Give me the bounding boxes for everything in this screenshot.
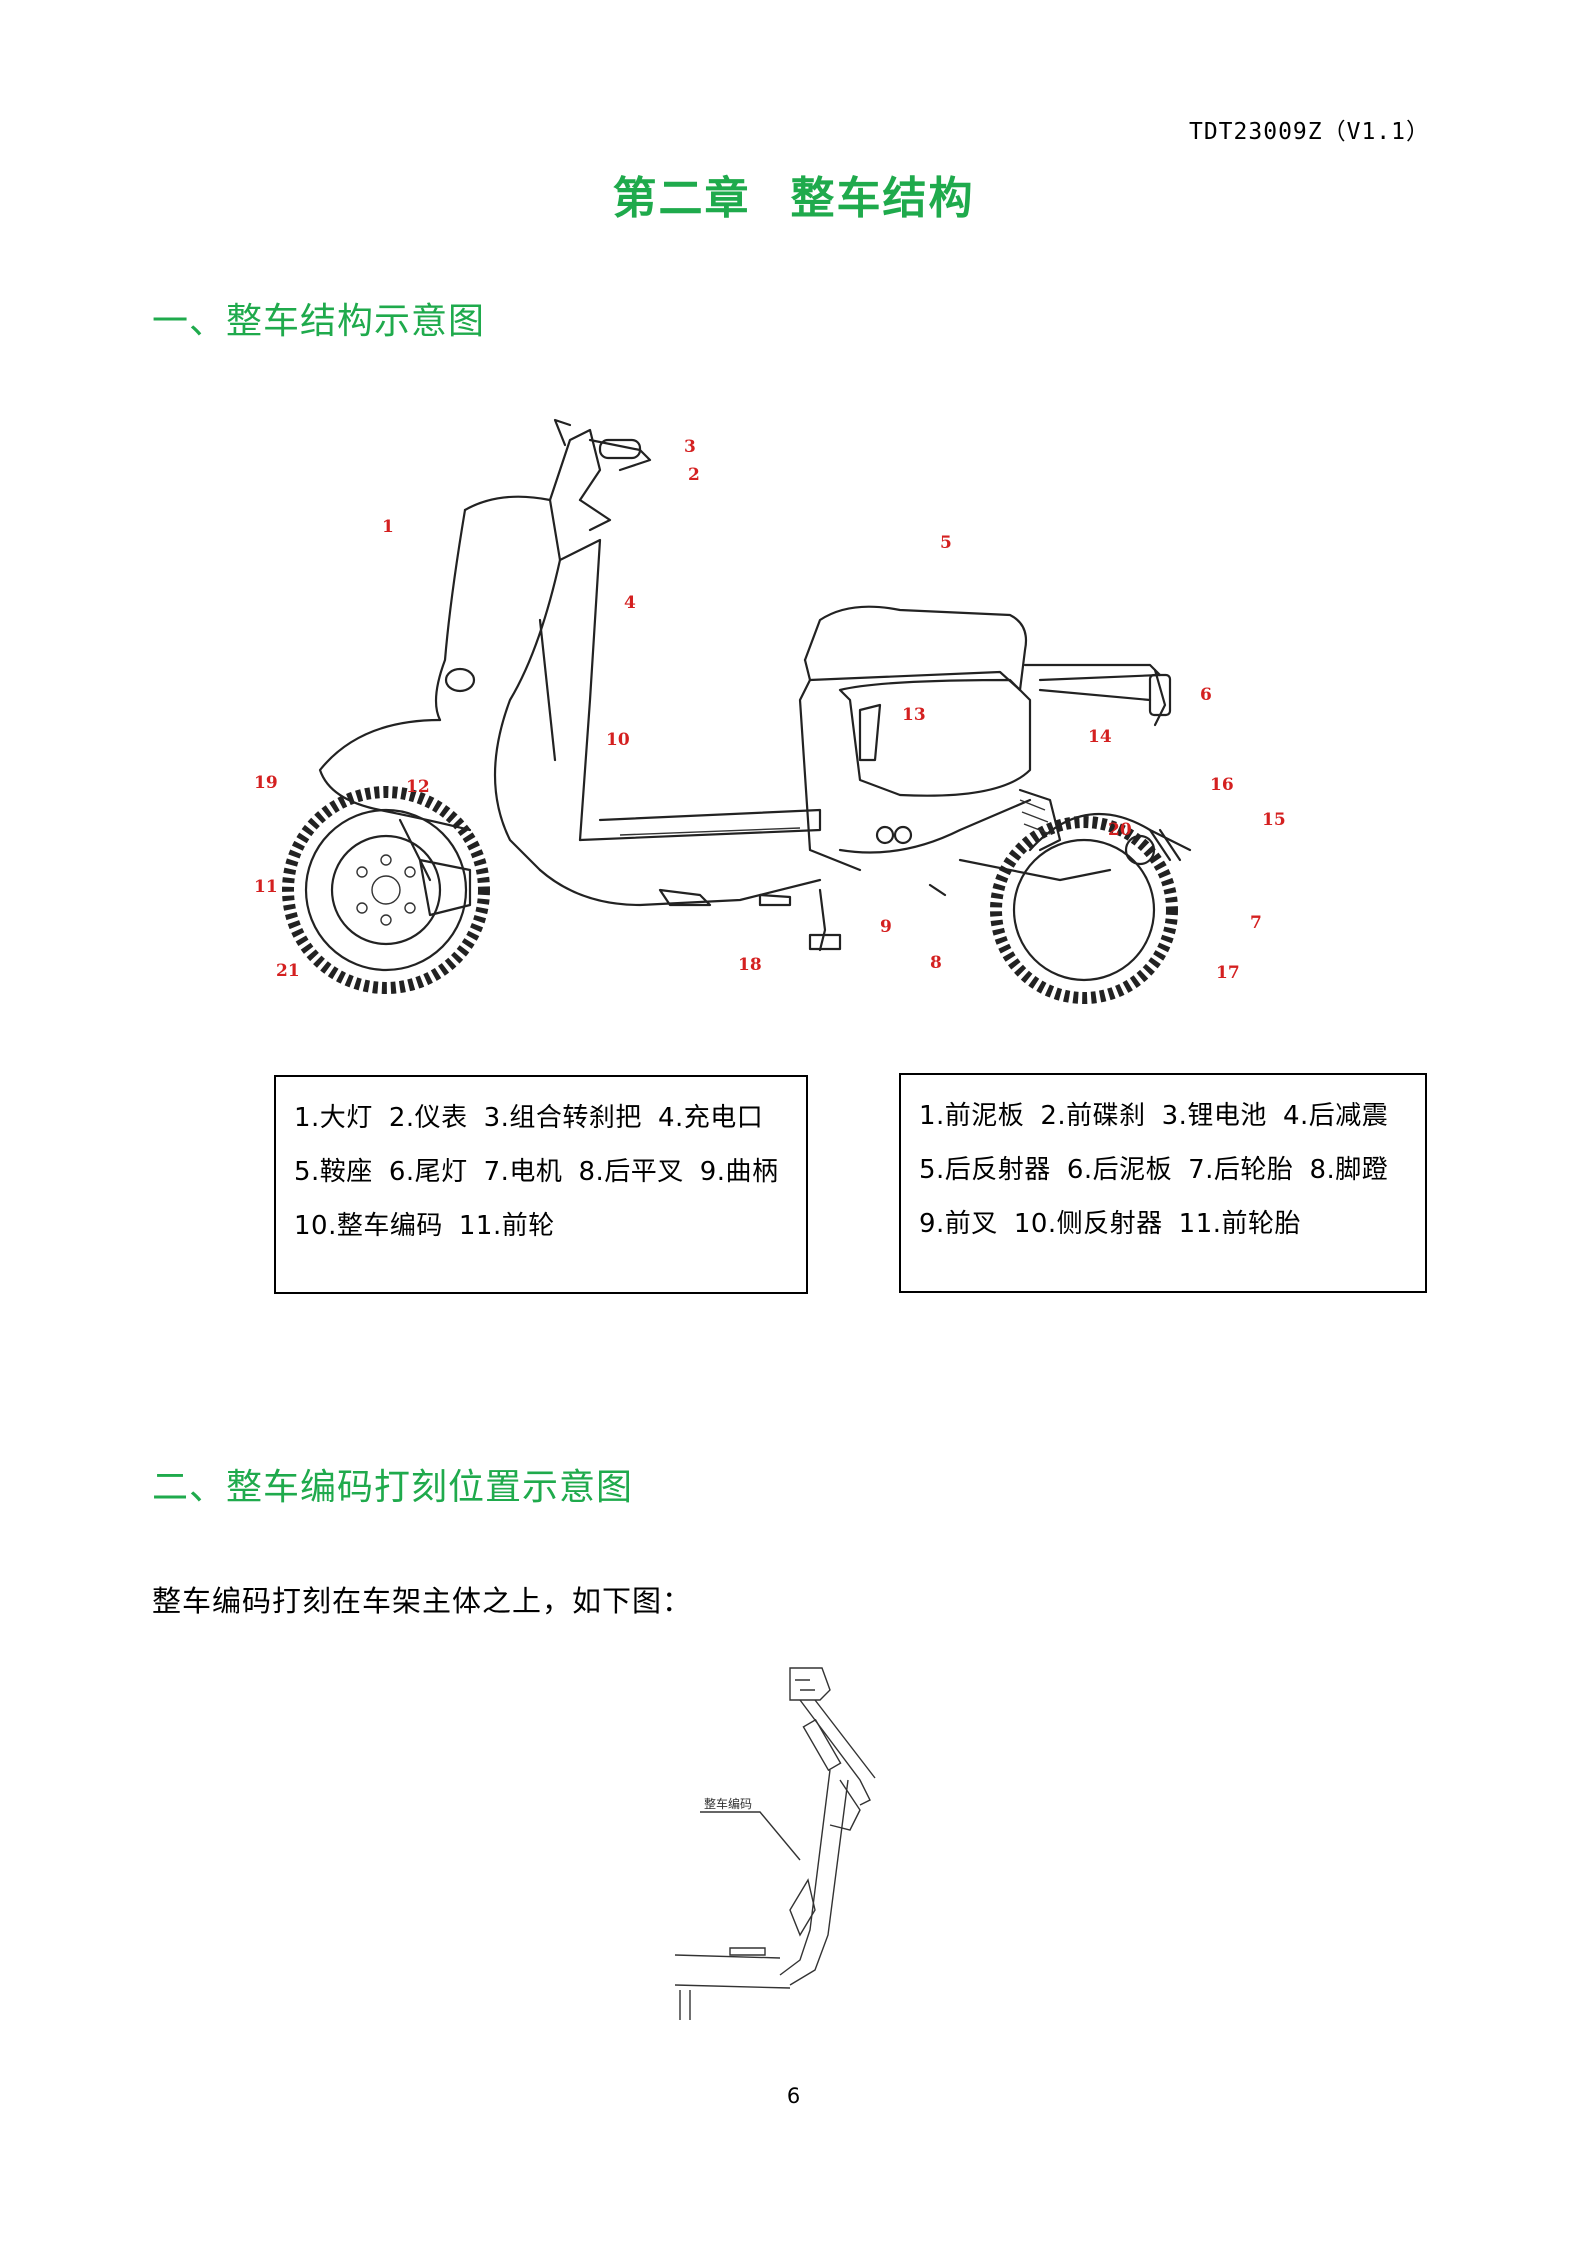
legend-right-row-1: 1.前泥板 2.前碟刹 3.锂电池 4.后减震 [919,1085,1407,1147]
legend-left-row-1: 1.大灯 2.仪表 3.组合转刹把 4.充电口 [294,1087,788,1149]
section-heading-structure: 一、整车结构示意图 [152,301,486,342]
legend-item: 1.前泥板 [919,1101,1025,1131]
callout-1: 1 [382,517,394,537]
legend-item: 5.后反射器 [919,1155,1051,1185]
legend-item: 7.后轮胎 [1188,1155,1294,1185]
callout-6: 6 [1200,685,1212,705]
rear-wheel [990,812,1192,1004]
legend-item: 3.组合转刹把 [483,1103,642,1133]
legend-item: 8.后平叉 [578,1157,684,1187]
callout-15: 15 [1262,810,1286,830]
callout-11: 11 [254,877,278,897]
chapter-name: 整车结构 [790,173,975,224]
callout-18: 18 [738,955,762,975]
section-heading-vin-location: 二、整车编码打刻位置示意图 [152,1467,634,1508]
document-code: TDT23009Z（V1.1） [1188,119,1430,145]
callout-7: 7 [1250,913,1262,933]
callout-14: 14 [1088,727,1112,747]
callout-12: 12 [406,777,430,797]
legend-right: 1.前泥板 2.前碟刹 3.锂电池 4.后减震 5.后反射器 6.后泥板 7.后轮胎 8.脚… [899,1073,1427,1293]
front-wheel [282,786,490,994]
legend-item: 8.脚蹬 [1309,1155,1389,1185]
legend-item: 7.电机 [483,1157,563,1187]
vin-location-description: 整车编码打刻在车架主体之上，如下图： [152,1584,693,1618]
legend-left-row-2: 5.鞍座 6.尾灯 7.电机 8.后平叉 9.曲柄 [294,1141,788,1203]
chapter-title: 第二章整车结构 [0,162,1587,226]
legend-item: 10.侧反射器 [1013,1209,1163,1239]
callout-9: 9 [880,917,892,937]
callout-21: 21 [276,961,300,981]
legend-item: 6.后泥板 [1066,1155,1173,1185]
callout-8: 8 [930,953,942,973]
legend-right-row-2: 5.后反射器 6.后泥板 7.后轮胎 8.脚蹬 [919,1139,1407,1201]
legend-right-row-3: 9.前叉 10.侧反射器 11.前轮胎 [919,1193,1407,1255]
legend-item: 11.前轮胎 [1178,1209,1302,1239]
callout-13: 13 [902,705,926,725]
callout-10: 10 [606,730,630,750]
legend-item: 9.前叉 [919,1209,998,1239]
legend-item: 9.曲柄 [699,1157,779,1187]
page-number: 6 [786,2084,801,2108]
callout-3: 3 [684,437,696,457]
callout-4: 4 [624,593,636,613]
callout-5: 5 [940,533,952,553]
callout-16: 16 [1210,775,1234,795]
legend-item: 2.前碟刹 [1040,1101,1146,1131]
frame-drawing [674,1667,876,2020]
legend-item: 3.锂电池 [1161,1101,1267,1131]
callout-labels: 1 2 3 4 5 6 7 8 9 10 11 12 13 14 15 16 1… [254,437,1286,983]
legend-item: 6.尾灯 [388,1157,468,1187]
callout-17: 17 [1216,963,1240,983]
chapter-number: 第二章 [612,173,751,224]
callout-19: 19 [254,773,278,793]
legend-left: 1.大灯 2.仪表 3.组合转刹把 4.充电口 5.鞍座 6.尾灯 7.电机 8.后平叉 9.… [274,1075,808,1294]
legend-item: 4.充电口 [657,1103,764,1133]
callout-20: 20 [1108,820,1132,840]
callout-2: 2 [688,465,700,485]
legend-item: 4.后减震 [1282,1101,1389,1131]
legend-item: 5.鞍座 [294,1157,373,1187]
frame-vin-label: 整车编码 [704,1796,752,1811]
legend-item: 1.大灯 [294,1103,373,1133]
legend-item: 2.仪表 [388,1103,468,1133]
legend-item: 10.整车编码 [294,1211,443,1241]
scooter-body [318,418,1182,952]
legend-left-row-3: 10.整车编码 11.前轮 [294,1195,788,1257]
legend-item: 11.前轮 [458,1211,555,1241]
